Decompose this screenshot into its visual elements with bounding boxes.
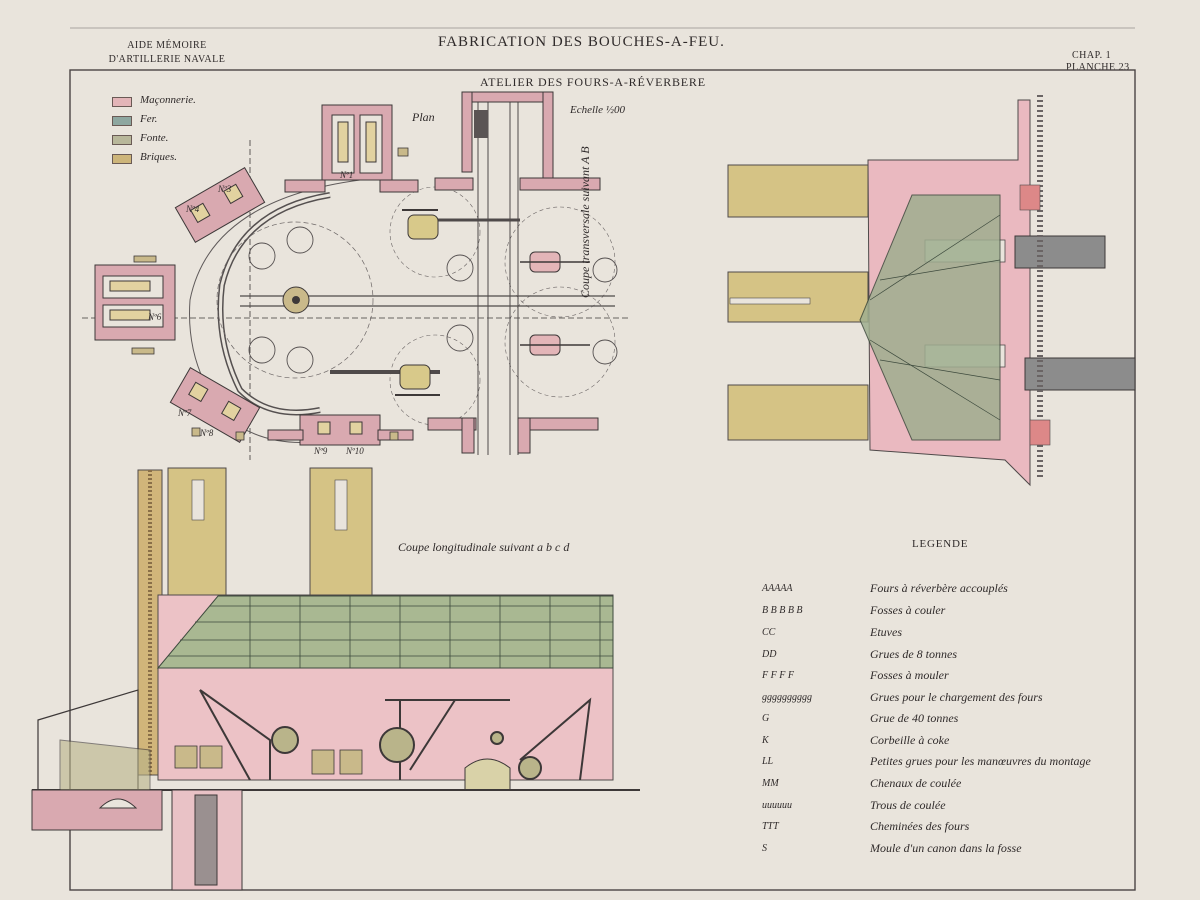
casting-pit [286, 346, 314, 374]
legend-description: Etuves [870, 625, 902, 639]
molding-pit [446, 254, 474, 282]
legend-code: B B B B B [762, 605, 803, 616]
legend-description: Fosses à couler [870, 603, 946, 617]
crane-d-lower [395, 364, 440, 396]
chimney [727, 271, 869, 323]
legend-code: MM [762, 778, 779, 789]
masonry-swatch [112, 97, 132, 107]
header-chapter: CHAP. 1 [1072, 50, 1112, 61]
casting-pit [248, 242, 276, 270]
legend-code: TTT [762, 821, 779, 832]
header-left-line1: AIDE MÉMOIRE [127, 40, 207, 51]
material-label-cast-iron: Fonte. [140, 132, 169, 144]
legend-description: Fours à réverbère accouplés [870, 581, 1008, 595]
sheet-title: FABRICATION DES BOUCHES-A-FEU. [438, 34, 725, 50]
molding-pit [592, 257, 618, 283]
roof-truss [859, 194, 1001, 441]
legend-code: gggggggggg [762, 692, 812, 703]
cannon-barrels [1014, 235, 1136, 391]
legend-code: CC [762, 627, 776, 638]
plan-title: ATELIER DES FOURS-A-RÉVERBERE [480, 75, 706, 89]
molding-pit [446, 324, 474, 352]
transverse-section [727, 95, 1136, 487]
legend-code: AAAAA [762, 583, 793, 594]
crane-l [518, 697, 592, 781]
building-walls [427, 91, 601, 454]
legend-code: uuuuuu [762, 800, 792, 811]
legend-description: Fosses à mouler [870, 668, 949, 682]
furnace-label-n9: Nº9 [314, 446, 328, 456]
legend-description: Cheminées des fours [870, 819, 970, 833]
legend-description: Moule d'un canon dans la fosse [870, 841, 1022, 855]
furnace-upper-left [174, 166, 266, 244]
iron-swatch [112, 116, 132, 126]
legend-title: LEGENDE [912, 538, 969, 550]
crane-l-lower [520, 334, 590, 356]
legend-code: G [762, 713, 770, 724]
legend-description: Chenaux de coulée [870, 776, 962, 790]
longitudinal-section [31, 467, 640, 891]
furnace-label-n7: Nº7 [178, 408, 192, 418]
frame-border [69, 69, 1136, 891]
legend-code: S [762, 843, 767, 854]
furnace-label-n6: Nº6 [148, 312, 162, 322]
furnace-label-n1: Nº1 [340, 170, 354, 180]
chimney [727, 164, 869, 218]
header-plate: PLANCHE 23 [1066, 62, 1130, 73]
legend-code: F F F F [762, 670, 794, 681]
header-left-line2: D'ARTILLERIE NAVALE [108, 54, 226, 65]
furnace-top [284, 104, 419, 193]
transverse-section-title: Coupe transversale suivant A B [578, 146, 592, 298]
legend-description: Petites grues pour les manœuvres du mont… [870, 754, 1091, 768]
material-label-iron: Fer. [140, 113, 158, 125]
furnace-bottom [267, 414, 414, 446]
material-label-masonry: Maçonnerie. [140, 94, 196, 106]
casting-pit [286, 226, 314, 254]
legend-description: Grues de 8 tonnes [870, 647, 957, 661]
crane-g [199, 689, 299, 781]
furnace-label-n3: Nº3 [218, 184, 232, 194]
legend-code: LL [762, 756, 774, 767]
legend-code: DD [762, 649, 777, 660]
legend-description: Trous de coulée [870, 798, 946, 812]
legend-code: K [762, 735, 769, 746]
dryer-c [464, 758, 511, 791]
crane-d [379, 699, 510, 780]
plan-label: Plan [412, 110, 435, 124]
furnace-lower-left [169, 366, 261, 444]
plan-view [82, 91, 630, 460]
material-label-bricks: Briques. [140, 151, 177, 163]
furnace-label-n10: Nº10 [346, 446, 364, 456]
cast-iron-swatch [112, 135, 132, 145]
furnace-label-n8: Nº8 [200, 428, 214, 438]
chimney [727, 384, 869, 441]
coke-basket [474, 110, 488, 138]
bricks-swatch [112, 154, 132, 164]
furnace-left [94, 264, 176, 341]
crane-d-upper [402, 209, 439, 240]
longitudinal-section-title: Coupe longitudinale suivant a b c d [398, 540, 570, 554]
molding-pit [592, 339, 618, 365]
crane-sweep-circle [216, 221, 374, 379]
legend-description: Grues pour le chargement des fours [870, 690, 1043, 704]
roof [156, 595, 614, 669]
legend-description: Grue de 40 tonnes [870, 711, 959, 725]
legend-description: Corbeille à coke [870, 733, 950, 747]
crane-l-upper [520, 251, 590, 273]
casting-pit [248, 336, 276, 364]
scale-label: Echelle ½00 [570, 104, 625, 116]
furnace-label-n4: Nº4 [186, 204, 200, 214]
